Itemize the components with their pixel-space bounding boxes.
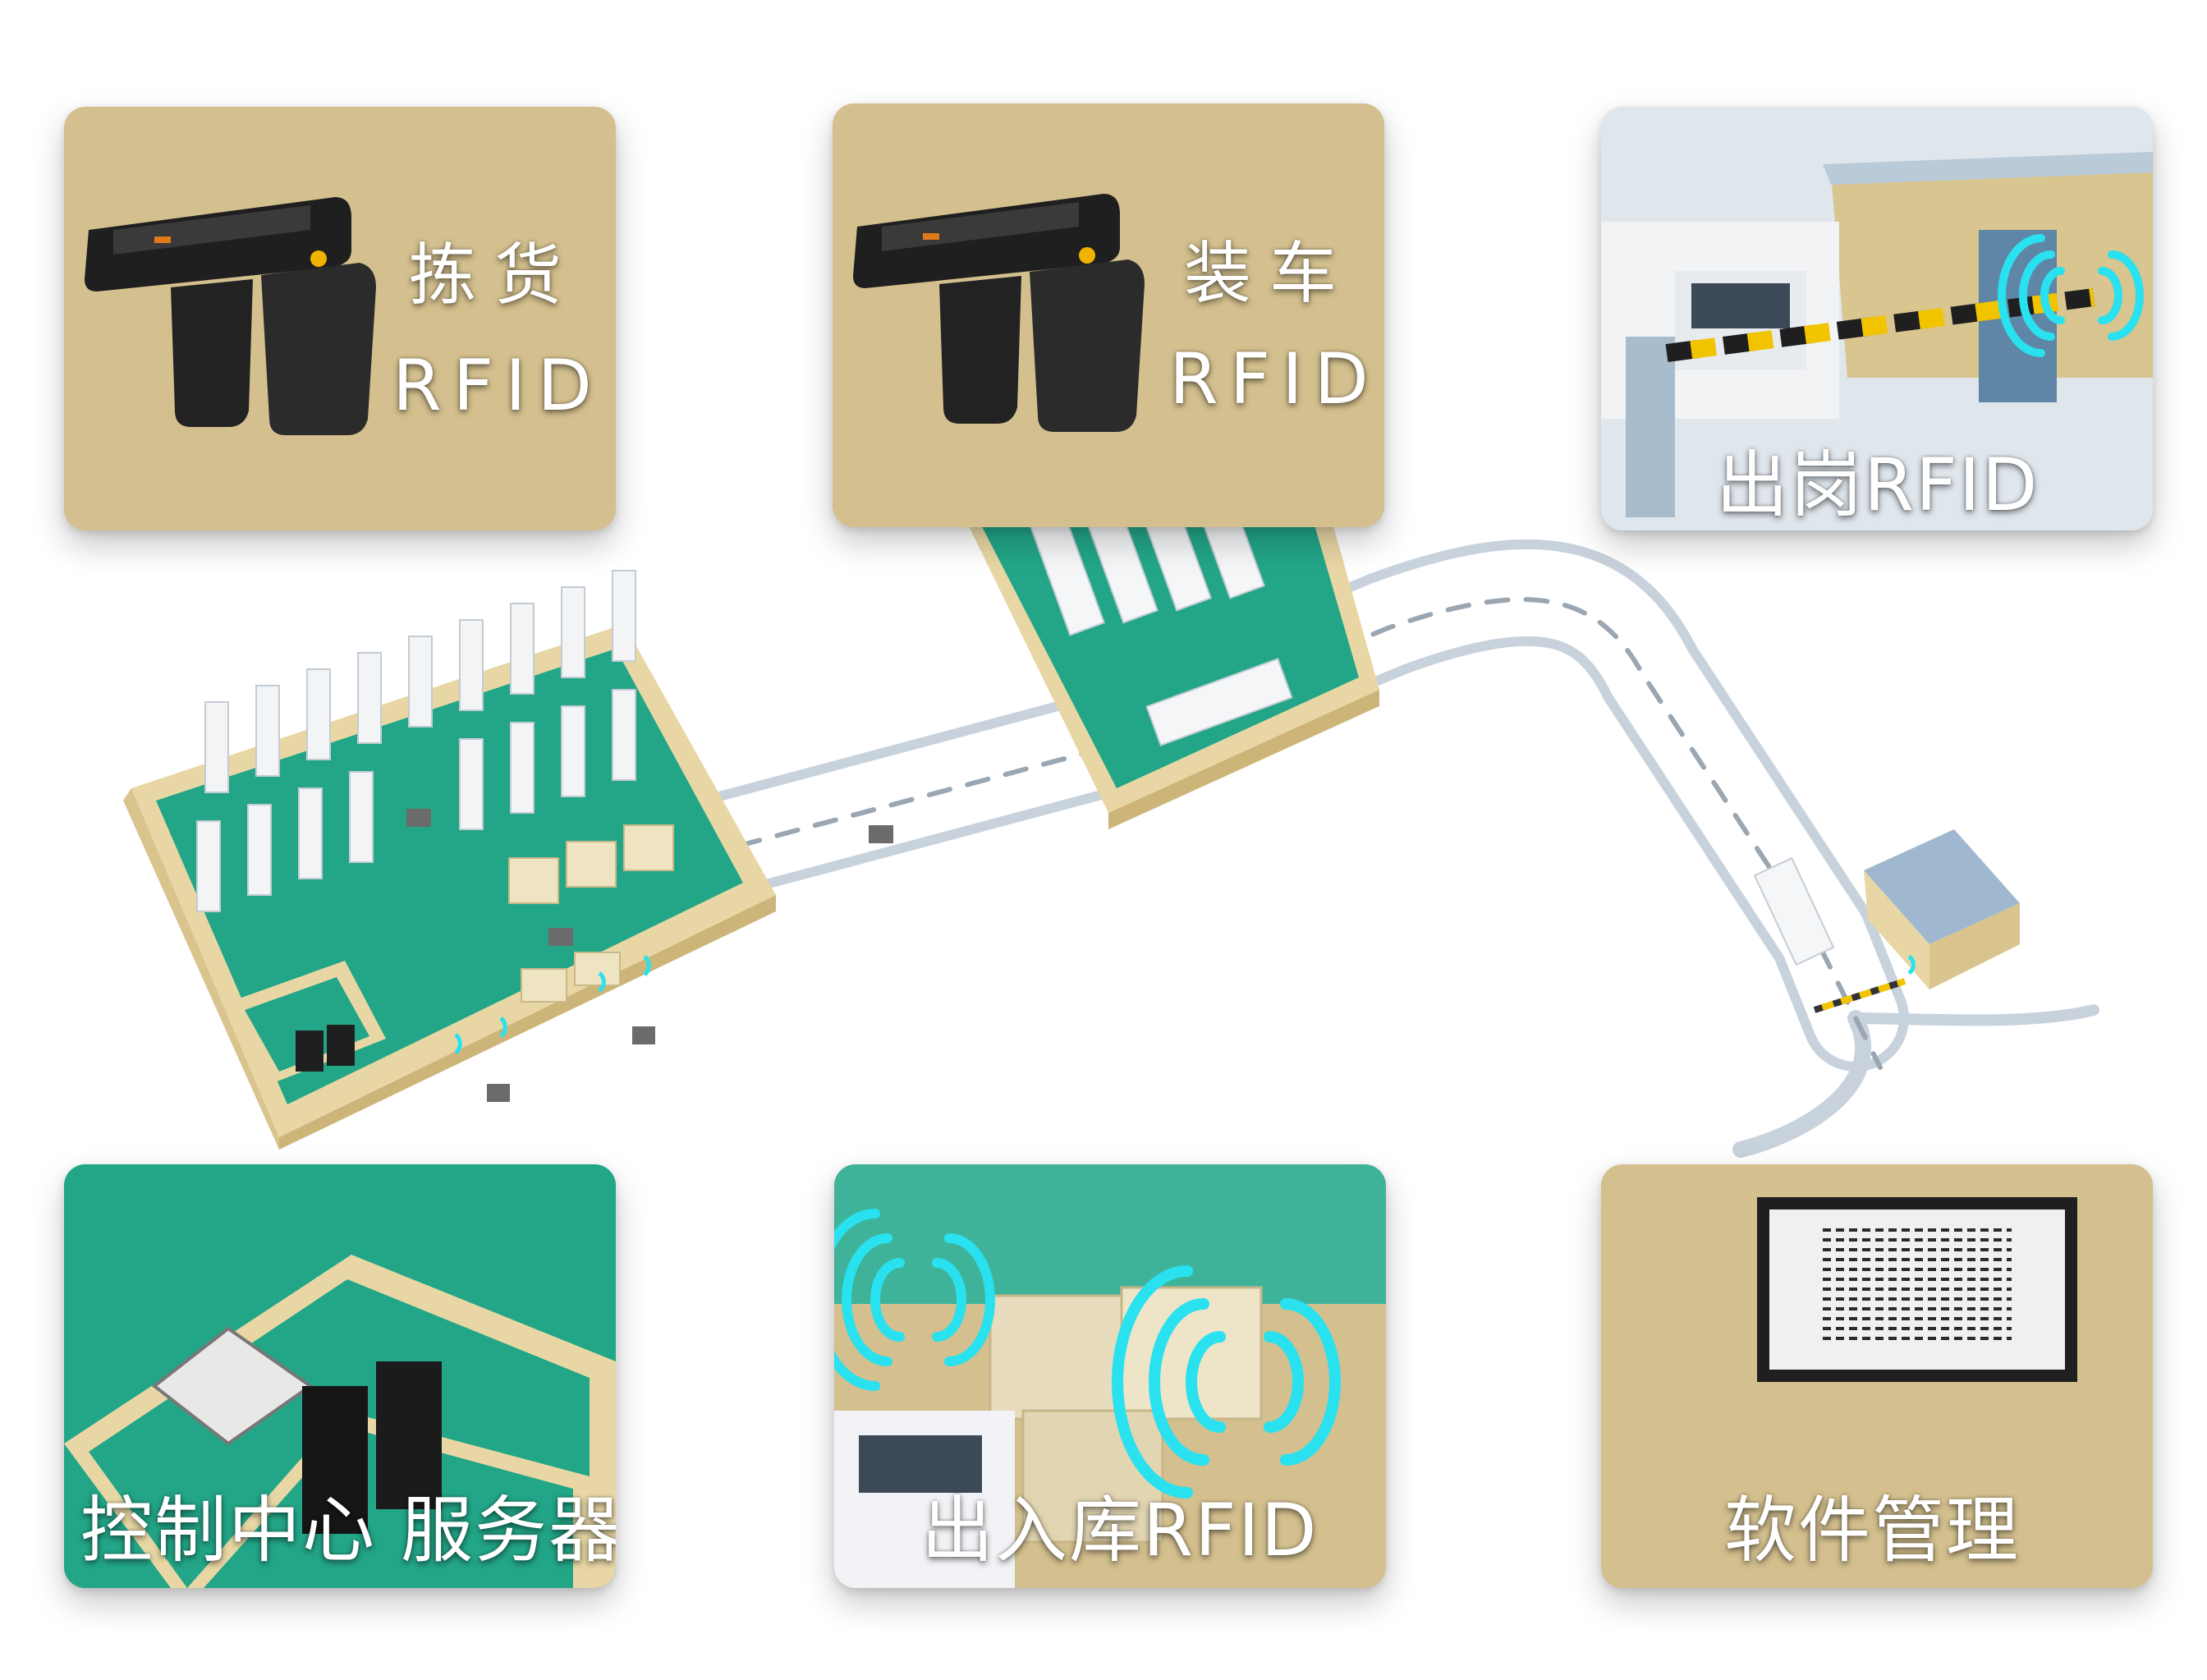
main-warehouse	[123, 570, 893, 1150]
storage-rack	[612, 570, 636, 662]
storage-rack	[247, 804, 272, 896]
storage-rack	[561, 705, 585, 797]
storage-rack	[561, 586, 585, 678]
storage-rack	[408, 636, 433, 728]
card-label-cn: 装车	[1184, 235, 1356, 313]
card-label-cn: 拣货	[409, 236, 580, 314]
handheld-rfid-reader-icon	[853, 194, 1145, 432]
storage-rack	[612, 689, 636, 781]
storage-rack	[510, 722, 535, 814]
gatehouse	[1813, 829, 2020, 1013]
card-picking-rfid: 拣货 RFID	[64, 107, 616, 530]
monitor-icon	[1757, 1197, 2077, 1382]
control-room	[230, 961, 386, 1084]
rfid-wave-icon	[1112, 1265, 1341, 1499]
road-truck	[1753, 856, 1835, 966]
storage-rack	[459, 619, 484, 711]
storage-racks	[196, 570, 636, 912]
handheld-rfid-reader-icon	[85, 197, 376, 435]
card-control-center: 控制中心 服务器	[64, 1164, 616, 1588]
control-room-scene	[64, 1164, 616, 1588]
storage-rack	[459, 738, 484, 830]
card-label-en: RFID	[1169, 338, 1380, 420]
pallet-boxes	[508, 824, 674, 1003]
card-gate-rfid: 出岗RFID	[1601, 107, 2153, 530]
card-label-en: RFID	[392, 345, 603, 427]
rfid-wave-icon	[834, 1209, 995, 1391]
storage-rack	[349, 771, 374, 863]
gate-barrier-scene	[1601, 107, 2153, 530]
card-software-management: 软件管理	[1601, 1164, 2153, 1588]
storage-rack	[196, 820, 221, 912]
monitor-screen-lines	[1823, 1228, 2012, 1340]
dock-rfid-readers	[454, 955, 651, 1054]
dock-boxes-scene	[834, 1164, 1386, 1588]
card-loading-rfid: 装车 RFID	[833, 103, 1384, 527]
storage-rack	[510, 603, 535, 695]
card-inout-rfid: 出入库RFID	[834, 1164, 1386, 1588]
card-label: 出入库RFID	[921, 1488, 1319, 1572]
card-label: 出岗RFID	[1716, 443, 2040, 527]
rfid-wave-icon	[1998, 234, 2144, 357]
forklifts	[406, 809, 893, 1102]
storage-rack	[255, 685, 280, 777]
storage-rack	[357, 652, 382, 744]
storage-rack	[306, 668, 331, 760]
road-network	[669, 539, 2099, 1158]
storage-rack	[204, 701, 229, 793]
card-label: 控制中心 服务器	[80, 1488, 616, 1572]
card-label: 软件管理	[1724, 1488, 2021, 1572]
storage-rack	[298, 787, 323, 879]
